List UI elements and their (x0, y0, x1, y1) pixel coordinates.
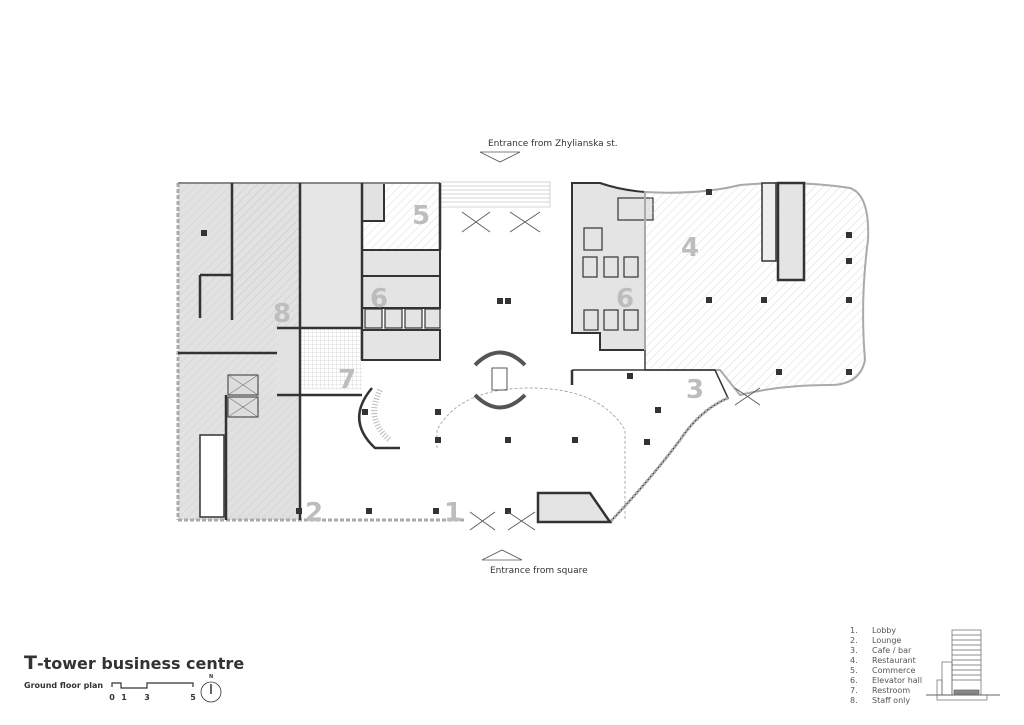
scale-tick: 3 (144, 693, 150, 702)
scale-tick: 0 (109, 693, 115, 702)
reception-desk (473, 350, 527, 410)
room-label-elevator-hall-left: 6 (370, 284, 388, 314)
core-right (571, 182, 654, 351)
room-label-lounge: 2 (305, 498, 323, 528)
entrance-arrow-top (479, 151, 521, 163)
entrance-label-top: Entrance from Zhylianska st. (488, 139, 618, 149)
spiral-stair (358, 387, 400, 450)
plan-subtitle: Ground floor plan (24, 681, 104, 690)
legend-item: 4.Restaurant (850, 656, 916, 665)
revolving-doors[interactable] (461, 211, 761, 531)
room-label-cafe: 3 (686, 375, 704, 405)
top-entrance-steps (439, 181, 551, 208)
legend-item: 1.Lobby (850, 626, 897, 635)
north-label: N (209, 674, 213, 680)
restaurant-area (644, 182, 870, 397)
scale-bar (111, 682, 194, 689)
entrance-arrow-bottom (481, 549, 523, 561)
elevator-hall-left (361, 249, 441, 361)
legend-item: 3.Cafe / bar (850, 646, 912, 655)
legend-item: 2.Lounge (850, 636, 902, 645)
scale-tick: 5 (190, 693, 196, 702)
walls (176, 182, 646, 522)
room-label-elevator-hall-right: 6 (616, 284, 634, 314)
room-label-restaurant: 4 (681, 233, 699, 263)
legend-item: 8.Staff only (850, 696, 911, 705)
staff-area (178, 183, 362, 520)
room-label-lobby: 1 (444, 498, 462, 528)
room-legend: 1.Lobby 2.Lounge 3.Cafe / bar 4.Restaura… (850, 626, 922, 706)
room-label-commerce: 5 (412, 201, 430, 231)
restroom-area (300, 328, 362, 390)
lobby-boundary (436, 387, 626, 520)
room-label-restroom: 7 (338, 365, 356, 395)
entrance-label-bottom: Entrance from square (490, 566, 588, 576)
north-arrow-icon: N (200, 674, 222, 703)
legend-item: 7.Restroom (850, 686, 911, 695)
columns (201, 189, 852, 514)
room-label-staff: 8 (273, 299, 291, 329)
scale-tick: 1 (121, 693, 127, 702)
tower-elevation-icon (926, 629, 1000, 701)
stair-block-bottom (536, 491, 613, 524)
legend-item: 5.Commerce (850, 666, 916, 675)
page-title: T-tower business centre (24, 652, 245, 674)
legend-item: 6.Elevator hall (850, 676, 923, 685)
